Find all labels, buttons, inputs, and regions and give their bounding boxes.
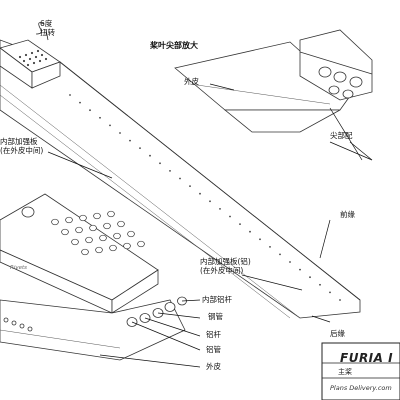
bolt bbox=[93, 212, 101, 220]
bolt bbox=[109, 244, 117, 252]
label-outer-skin-bottom: 外皮 bbox=[206, 362, 221, 371]
label-leading-edge: 前缘 bbox=[340, 210, 355, 219]
leader-lines bbox=[45, 29, 373, 368]
rivet bbox=[289, 261, 291, 263]
rivet bbox=[139, 147, 141, 150]
rivet bbox=[209, 200, 211, 203]
label-inner-al-rod: 内部铝杆 bbox=[202, 295, 232, 304]
root-bolts bbox=[51, 210, 145, 256]
label-inner-stiffener-left: 内部加强板 bbox=[0, 137, 38, 146]
rivet bbox=[79, 101, 81, 104]
label-tip-title: 桨叶尖部放大 bbox=[150, 41, 198, 50]
bolt bbox=[89, 224, 97, 232]
rivet bbox=[219, 208, 221, 210]
root-hub-top bbox=[0, 22, 61, 89]
title-block-sub: 主桨 bbox=[338, 368, 352, 376]
rivet bbox=[89, 109, 91, 112]
label-inner-stiffener-right: 内部加强板(铝) bbox=[200, 257, 251, 266]
label-twist: 扭转 bbox=[40, 28, 55, 37]
bolt bbox=[127, 230, 135, 238]
label-degree: 6度 bbox=[40, 19, 53, 28]
label-steel-tube: 钢管 bbox=[208, 312, 223, 321]
rivet bbox=[149, 154, 151, 157]
rivet bbox=[169, 170, 171, 172]
rivet bbox=[339, 299, 341, 301]
rivet bbox=[279, 253, 281, 256]
title-block-brand: FURIA I bbox=[340, 351, 394, 365]
bolt bbox=[123, 242, 131, 250]
label-tip-weight: 尖部配 bbox=[330, 131, 353, 140]
rivet bbox=[259, 238, 261, 241]
bolt bbox=[79, 214, 87, 222]
label-outer-skin-top: 外皮 bbox=[184, 77, 199, 86]
label-inner-stiffener-right-note: (在外皮中间) bbox=[200, 266, 244, 275]
bolt bbox=[65, 216, 73, 224]
rivet bbox=[179, 177, 181, 180]
rivet bbox=[269, 246, 271, 248]
rivet bbox=[299, 268, 301, 271]
title-block-website: Plans Delivery.com bbox=[330, 384, 392, 392]
rivet bbox=[69, 94, 71, 96]
tip-enlargement bbox=[174, 29, 373, 133]
label-al-tube: 铝管 bbox=[206, 345, 221, 354]
rivet bbox=[109, 124, 111, 127]
bolt bbox=[71, 238, 79, 246]
bolt bbox=[61, 228, 69, 236]
bolt bbox=[137, 240, 145, 248]
rivet bbox=[199, 192, 201, 195]
title-block-frame bbox=[321, 342, 400, 400]
rivet bbox=[119, 132, 121, 134]
label-al-rod: 铝杆 bbox=[206, 330, 221, 339]
bolt bbox=[81, 248, 89, 256]
rivet bbox=[129, 139, 131, 142]
rivet bbox=[249, 230, 251, 233]
bolt bbox=[75, 226, 83, 234]
bolt bbox=[51, 218, 59, 226]
bolt bbox=[113, 232, 121, 240]
rivet-row bbox=[69, 94, 341, 301]
bolt bbox=[103, 222, 111, 230]
label-trailing-edge: 后缘 bbox=[330, 329, 345, 338]
bolt bbox=[99, 234, 107, 242]
root-enlargement bbox=[0, 193, 187, 361]
rivet bbox=[229, 215, 231, 218]
bolt bbox=[85, 236, 93, 244]
rivet bbox=[99, 116, 101, 119]
rivet bbox=[159, 162, 161, 165]
bolt bbox=[95, 246, 103, 254]
rivet bbox=[319, 283, 321, 286]
bolt bbox=[117, 220, 125, 228]
bolt bbox=[107, 210, 115, 218]
label-inner-stiffener-left-note: (在外皮中间) bbox=[0, 146, 44, 155]
rivet bbox=[329, 291, 331, 294]
rivet bbox=[239, 223, 241, 226]
label-rivets: Rivets bbox=[10, 265, 28, 271]
rivet bbox=[309, 276, 311, 279]
rivet bbox=[189, 185, 191, 188]
